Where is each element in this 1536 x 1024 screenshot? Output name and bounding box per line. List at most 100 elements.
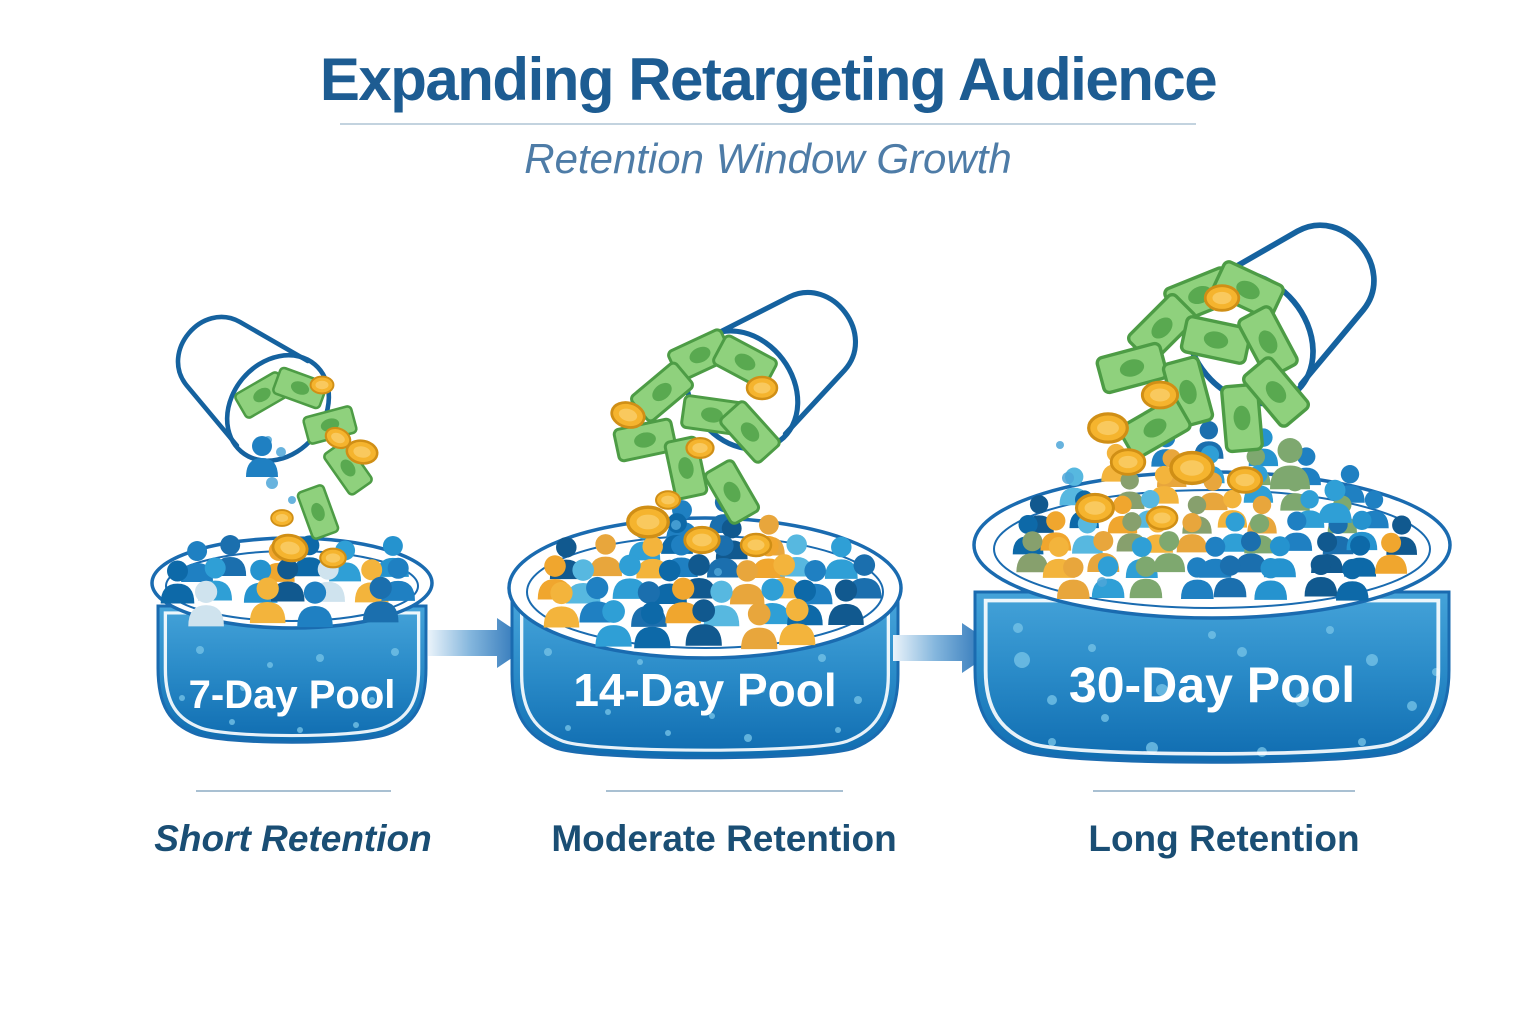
dollar-bill-icon: [296, 484, 340, 540]
flow-arrow-1: [428, 618, 534, 668]
pool-inner-highlight: [519, 608, 891, 752]
bubble-dot: [665, 730, 671, 736]
coin-icon: [1169, 450, 1215, 486]
bubble-dot: [1048, 738, 1056, 746]
person-icon: [1235, 531, 1267, 573]
pool-bubbles: [544, 644, 862, 742]
flow-arrow-2: [893, 623, 999, 673]
dollar-bill-icon: [630, 361, 694, 423]
stage-caption-long: Long Retention: [1024, 790, 1424, 860]
person-icon: [589, 534, 623, 577]
coin-icon: [1109, 448, 1147, 476]
stage-caption-moderate: Moderate Retention: [524, 790, 924, 860]
bubble-dot: [1208, 631, 1216, 639]
person-icon: [188, 580, 224, 627]
bubble-dot: [744, 734, 752, 742]
bubble-dot: [585, 687, 591, 693]
coin-icon: [683, 525, 721, 555]
dollar-bill-icon: [612, 417, 678, 463]
coin-icon: [626, 505, 670, 539]
person-icon: [1213, 555, 1247, 598]
pool-inner-highlight: [163, 611, 421, 738]
caption-divider: [195, 790, 391, 792]
droplet-icon: [1097, 577, 1107, 587]
person-icon: [729, 560, 765, 605]
person-icon: [1129, 556, 1163, 599]
bubble-dot: [709, 713, 715, 719]
person-icon: [297, 581, 333, 628]
bubble-dot: [1326, 626, 1334, 634]
coin-icon: [345, 439, 379, 465]
person-icon: [1375, 532, 1408, 574]
caption-text: Short Retention: [154, 818, 432, 859]
coin-icon: [1145, 505, 1179, 531]
person-icon: [246, 436, 278, 477]
person-icon: [1180, 557, 1214, 600]
bubble-dot: [544, 648, 552, 656]
person-icon: [160, 560, 195, 604]
person-icon: [249, 577, 286, 624]
coin-icon: [1226, 466, 1264, 494]
person-icon: [270, 558, 305, 602]
droplet-icon: [276, 447, 286, 457]
caption-text: Moderate Retention: [551, 818, 897, 859]
droplet-icon: [288, 496, 296, 504]
bubble-dot: [196, 646, 204, 654]
person-icon: [1270, 438, 1310, 490]
bubble-dot: [1366, 654, 1378, 666]
bubble-dot: [1358, 738, 1366, 746]
bubble-dot: [1101, 714, 1109, 722]
person-icon: [665, 577, 701, 624]
money-stream: [1056, 260, 1352, 587]
bubble-dot: [179, 695, 185, 701]
person-icon: [1091, 556, 1125, 599]
pool-stage-14-day: 14-Day Pool: [507, 262, 903, 760]
bubble-dot: [854, 696, 862, 704]
dollar-bill-icon: [719, 400, 781, 464]
person-icon: [543, 581, 580, 628]
coin-icon: [1140, 380, 1180, 410]
title-divider: [340, 123, 1196, 125]
dollar-bill-icon: [1211, 260, 1285, 320]
bubble-dot: [391, 648, 399, 656]
dollar-bill-icon: [1242, 356, 1310, 428]
coin-icon: [610, 401, 646, 429]
coin-icon: [1087, 412, 1129, 444]
bubble-dot: [1013, 623, 1023, 633]
bubble-dot: [1088, 644, 1096, 652]
pool-stage-30-day: 30-Day Pool: [972, 191, 1452, 764]
bubble-dot: [759, 687, 765, 693]
person-icon: [1304, 554, 1338, 597]
bubble-dot: [267, 662, 273, 668]
person-icon: [1281, 511, 1313, 551]
pool-bubbles: [179, 646, 399, 733]
bubble-dot: [1295, 693, 1309, 707]
header: Expanding Retargeting Audience Retention…: [0, 48, 1536, 183]
person-icon: [1318, 479, 1352, 523]
stage-caption-short: Short Retention: [93, 790, 493, 860]
bubble-dot: [1047, 695, 1057, 705]
bubble-dot: [835, 727, 841, 733]
coin-icon: [270, 509, 294, 527]
bubble-dot: [818, 654, 826, 662]
bubble-dot: [565, 725, 571, 731]
bubble-dot: [1237, 647, 1247, 657]
coin-icon: [739, 532, 773, 558]
bubble-dot: [1146, 742, 1158, 754]
droplet-icon: [1062, 472, 1074, 484]
bubble-dot: [605, 709, 611, 715]
coin-icon: [271, 533, 309, 563]
caption-divider: [605, 790, 843, 792]
person-icon: [362, 576, 399, 623]
pool-inner-highlight: [983, 598, 1441, 756]
bubble-dot: [369, 697, 375, 703]
pool-label-7-day: 7-Day Pool: [189, 673, 396, 717]
page-subtitle: Retention Window Growth: [524, 135, 1012, 182]
person-icon: [1056, 557, 1090, 600]
droplet-icon: [266, 477, 278, 489]
caption-divider: [1093, 790, 1355, 792]
person-icon: [1016, 531, 1049, 573]
bubble-dot: [353, 722, 359, 728]
